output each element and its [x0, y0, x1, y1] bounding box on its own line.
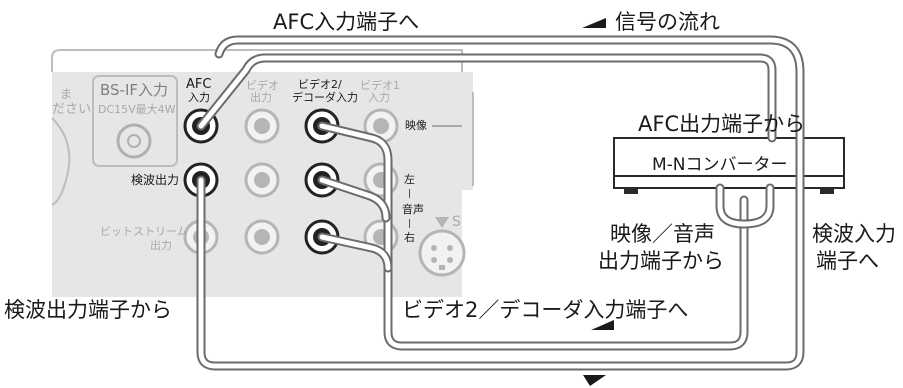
- video2-input-to-label: ビデオ2／デコーダ入力端子へ: [402, 298, 689, 322]
- afc-output-from-label: AFC出力端子から: [638, 112, 806, 136]
- left-channel-label: 左: [404, 173, 415, 186]
- dc-note-label: DC15V最大4W: [98, 103, 176, 116]
- dash-label-2: |: [408, 219, 412, 229]
- converter-label: M-Nコンバーター: [652, 155, 788, 175]
- video1-label-2: 入力: [368, 91, 390, 104]
- video1-label-1: ビデオ1: [360, 79, 400, 92]
- converter-box: [613, 137, 845, 194]
- video2-label-2: デコーダ入力: [292, 91, 358, 104]
- left-cut-label-2: ださい: [52, 102, 92, 117]
- detect-input-label-2: 端子へ: [816, 249, 879, 273]
- jack-video-output: [244, 108, 280, 144]
- s-video-connector: [418, 229, 466, 277]
- cables: [196, 35, 805, 371]
- jack-blank-middle: [244, 162, 280, 198]
- s-video-marker-icon: [435, 217, 449, 228]
- jack-blank-bottom: [244, 219, 280, 255]
- video-out-label-2: 出力: [250, 91, 272, 104]
- afc-in-label-1: AFC: [186, 77, 212, 92]
- left-cut-label-1: ま: [60, 87, 73, 101]
- bs-if-connector: [116, 123, 152, 159]
- video2-label-1: ビデオ2/: [298, 78, 342, 91]
- bitstream-label-2: 出力: [150, 239, 172, 252]
- signal-flow-label: 信号の流れ: [615, 10, 720, 34]
- video-audio-out-label-2: 出力端子から: [598, 249, 724, 273]
- audio-channel-label: 音声: [402, 203, 424, 216]
- dash-label-1: |: [408, 189, 412, 199]
- bs-if-label: BS-IF入力: [100, 81, 169, 99]
- detect-output-label: 検波出力: [131, 173, 180, 187]
- afc-in-label-2: 入力: [188, 91, 210, 104]
- detect-input-label-1: 検波入力: [812, 222, 896, 246]
- afc-input-to-label: AFC入力端子へ: [273, 10, 420, 34]
- right-channel-label: 右: [404, 231, 415, 244]
- signal-flow-arrow-icon: [582, 18, 606, 28]
- video-out-label-1: ビデオ: [246, 79, 279, 92]
- video-jack-label: 映像: [405, 119, 427, 132]
- s-video-label: S: [452, 214, 461, 230]
- video-audio-out-label-1: 映像／音声: [610, 222, 715, 246]
- flow-arrow-video2-icon: [591, 320, 614, 330]
- detect-output-from-label: 検波出力端子から: [4, 298, 172, 322]
- flow-arrow-detect-icon: [583, 375, 606, 386]
- bitstream-label-1: ビットストリーム: [100, 225, 188, 238]
